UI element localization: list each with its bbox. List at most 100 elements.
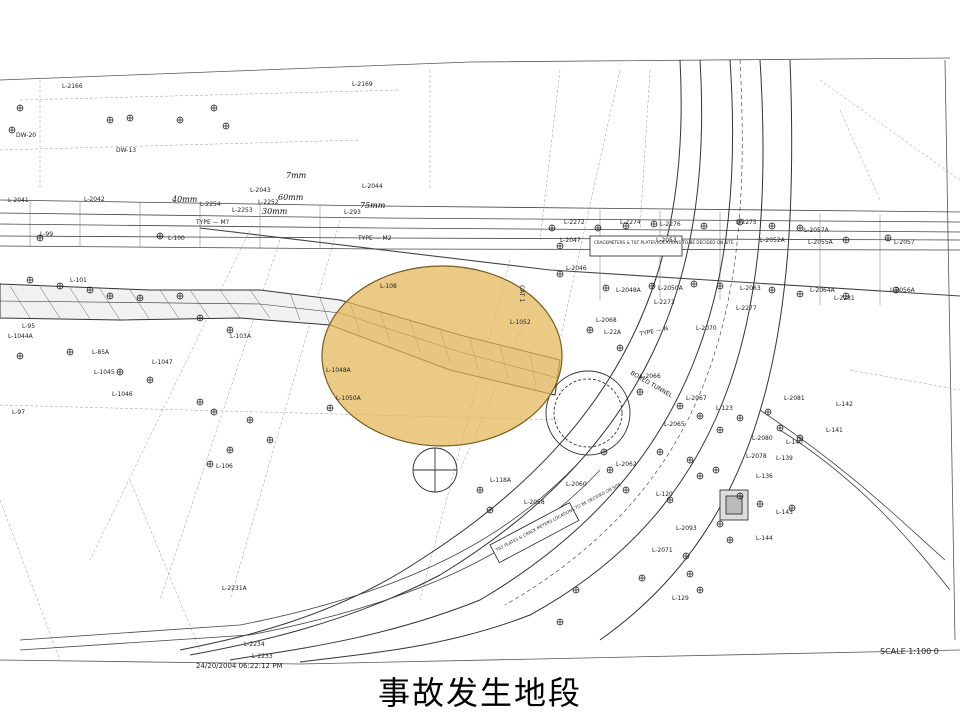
label-l2053: L-2053 (656, 237, 677, 244)
monitoring-point-crosshair (211, 105, 217, 111)
label-l120: L-120 (656, 491, 673, 498)
label-l100: L-100 (168, 235, 185, 242)
label-dw13: DW-13 (116, 147, 136, 154)
monitoring-point-crosshair (737, 219, 743, 225)
label-l2047: L-2047 (560, 237, 581, 244)
monitoring-point-crosshair (17, 105, 23, 111)
monitoring-point-crosshair (157, 233, 163, 239)
monitoring-point-crosshair (117, 369, 123, 375)
monitoring-point-crosshair (797, 291, 803, 297)
label-l2060: L-2060 (566, 481, 587, 488)
monitoring-point-crosshair (687, 457, 693, 463)
monitoring-point-crosshair (667, 497, 673, 503)
monitoring-point-crosshair (769, 287, 775, 293)
label-l2273: L-2273 (654, 299, 675, 306)
label-l2048a: L-2048A (616, 287, 642, 294)
monitoring-point-crosshair (727, 537, 733, 543)
label-l2042: L-2042 (84, 196, 105, 203)
monitoring-point-crosshair (893, 287, 899, 293)
monitoring-point-crosshair (557, 619, 563, 625)
monitoring-point-crosshair (777, 425, 783, 431)
monitoring-point-crosshair (769, 223, 775, 229)
accident-zone-highlight (321, 265, 563, 447)
label-l103a: L-103A (230, 333, 252, 340)
boxed-note-top: CRACKMETERS & TILT PLATES LOCATIONS TO B… (589, 235, 734, 257)
monitoring-point-crosshair (223, 123, 229, 129)
label-l2067: L-2067 (686, 395, 707, 402)
label-l141: L-141 (826, 427, 843, 434)
top-labels: L-2166 L-2169 DW-20 DW-13 L-2043 L-2044 … (8, 81, 383, 216)
label-l1044a: L-1044A (8, 333, 34, 340)
monitoring-point-crosshair (797, 225, 803, 231)
label-l2233: L-2233 (252, 653, 273, 660)
monitoring-point-crosshair (87, 287, 93, 293)
label-l97: L-97 (12, 409, 25, 416)
label-l2080: L-2080 (752, 435, 773, 442)
label-l293: L-293 (344, 209, 361, 216)
label-l2056a: L-2056A (890, 287, 916, 294)
monitoring-point-crosshair (637, 389, 643, 395)
monitoring-point-crosshair (27, 277, 33, 283)
monitoring-point-crosshair (601, 449, 607, 455)
label-l2062: L-2062 (616, 461, 637, 468)
monitoring-point-crosshair (651, 221, 657, 227)
monitoring-point-crosshair (137, 295, 143, 301)
label-l2063: L-2063 (740, 285, 761, 292)
label-l2044: L-2044 (362, 183, 383, 190)
monitoring-point-crosshair (17, 353, 23, 359)
label-l2093: L-2093 (676, 525, 697, 532)
monitoring-point-crosshair (757, 501, 763, 507)
monitoring-point-crosshair (657, 449, 663, 455)
monitoring-point-crosshair (587, 327, 593, 333)
monitoring-point-crosshair (765, 409, 771, 415)
note-top-text: CRACKMETERS & TILT PLATES LOCATIONS TO B… (594, 240, 734, 245)
label-l143: L-143 (776, 509, 793, 516)
monitoring-point-crosshair (487, 507, 493, 513)
label-l2234: L-2234 (244, 641, 265, 648)
label-l108: L-108 (380, 283, 397, 290)
monitoring-point-crosshair (639, 575, 645, 581)
label-l2041: L-2041 (8, 197, 29, 204)
road-label-type-n: TYPE — N (638, 325, 669, 338)
handwritten-note-1: 40mm (171, 195, 198, 204)
monitoring-point-crosshair (247, 417, 253, 423)
monitoring-point-crosshair (37, 235, 43, 241)
label-l106: L-106 (216, 463, 233, 470)
label-l1045: L-1045 (94, 369, 115, 376)
monitoring-point-crosshair (737, 493, 743, 499)
monitoring-point-crosshair (885, 235, 891, 241)
monitoring-markers (8, 104, 900, 626)
monitoring-point-crosshair (573, 587, 579, 593)
monitoring-point-crosshair (737, 415, 743, 421)
label-l2252: L-2252 (258, 199, 279, 206)
handwritten-note-4: 30mm (262, 207, 288, 216)
monitoring-point-crosshair (789, 505, 795, 511)
label-l139: L-139 (776, 455, 793, 462)
label-l140: L-140 (786, 439, 803, 446)
label-l2065: L-2065 (664, 421, 685, 428)
monitoring-point-crosshair (211, 409, 217, 415)
handwritten-note-2: 7mm (286, 171, 307, 180)
road-label-type-m1: TYPE — M? (195, 219, 229, 226)
lower-road (19, 409, 951, 651)
monitoring-point-crosshair (107, 117, 113, 123)
label-l99: L-99 (40, 231, 53, 238)
label-l1047: L-1047 (152, 359, 173, 366)
monitoring-point-crosshair (717, 283, 723, 289)
label-l2169: L-2169 (352, 81, 373, 88)
label-l136: L-136 (756, 473, 773, 480)
monitoring-point-crosshair (549, 225, 555, 231)
label-l95: L-95 (22, 323, 35, 330)
cross-ties (29, 200, 881, 305)
monitoring-point-crosshair (57, 283, 63, 289)
label-l2057a: L-2057A (804, 227, 830, 234)
label-l101: L-101 (70, 277, 87, 284)
monitoring-point-crosshair (701, 223, 707, 229)
label-l2071: L-2071 (652, 547, 673, 554)
monitoring-point-crosshair (177, 117, 183, 123)
monitoring-point-crosshair (843, 293, 849, 299)
boxed-note-bottom: TILT PLATES & CRACK METERS LOCATIONS TO … (489, 482, 622, 564)
monitoring-point-crosshair (683, 553, 689, 559)
label-l2068: L-2068 (596, 317, 617, 324)
monitoring-point-crosshair (557, 271, 563, 277)
